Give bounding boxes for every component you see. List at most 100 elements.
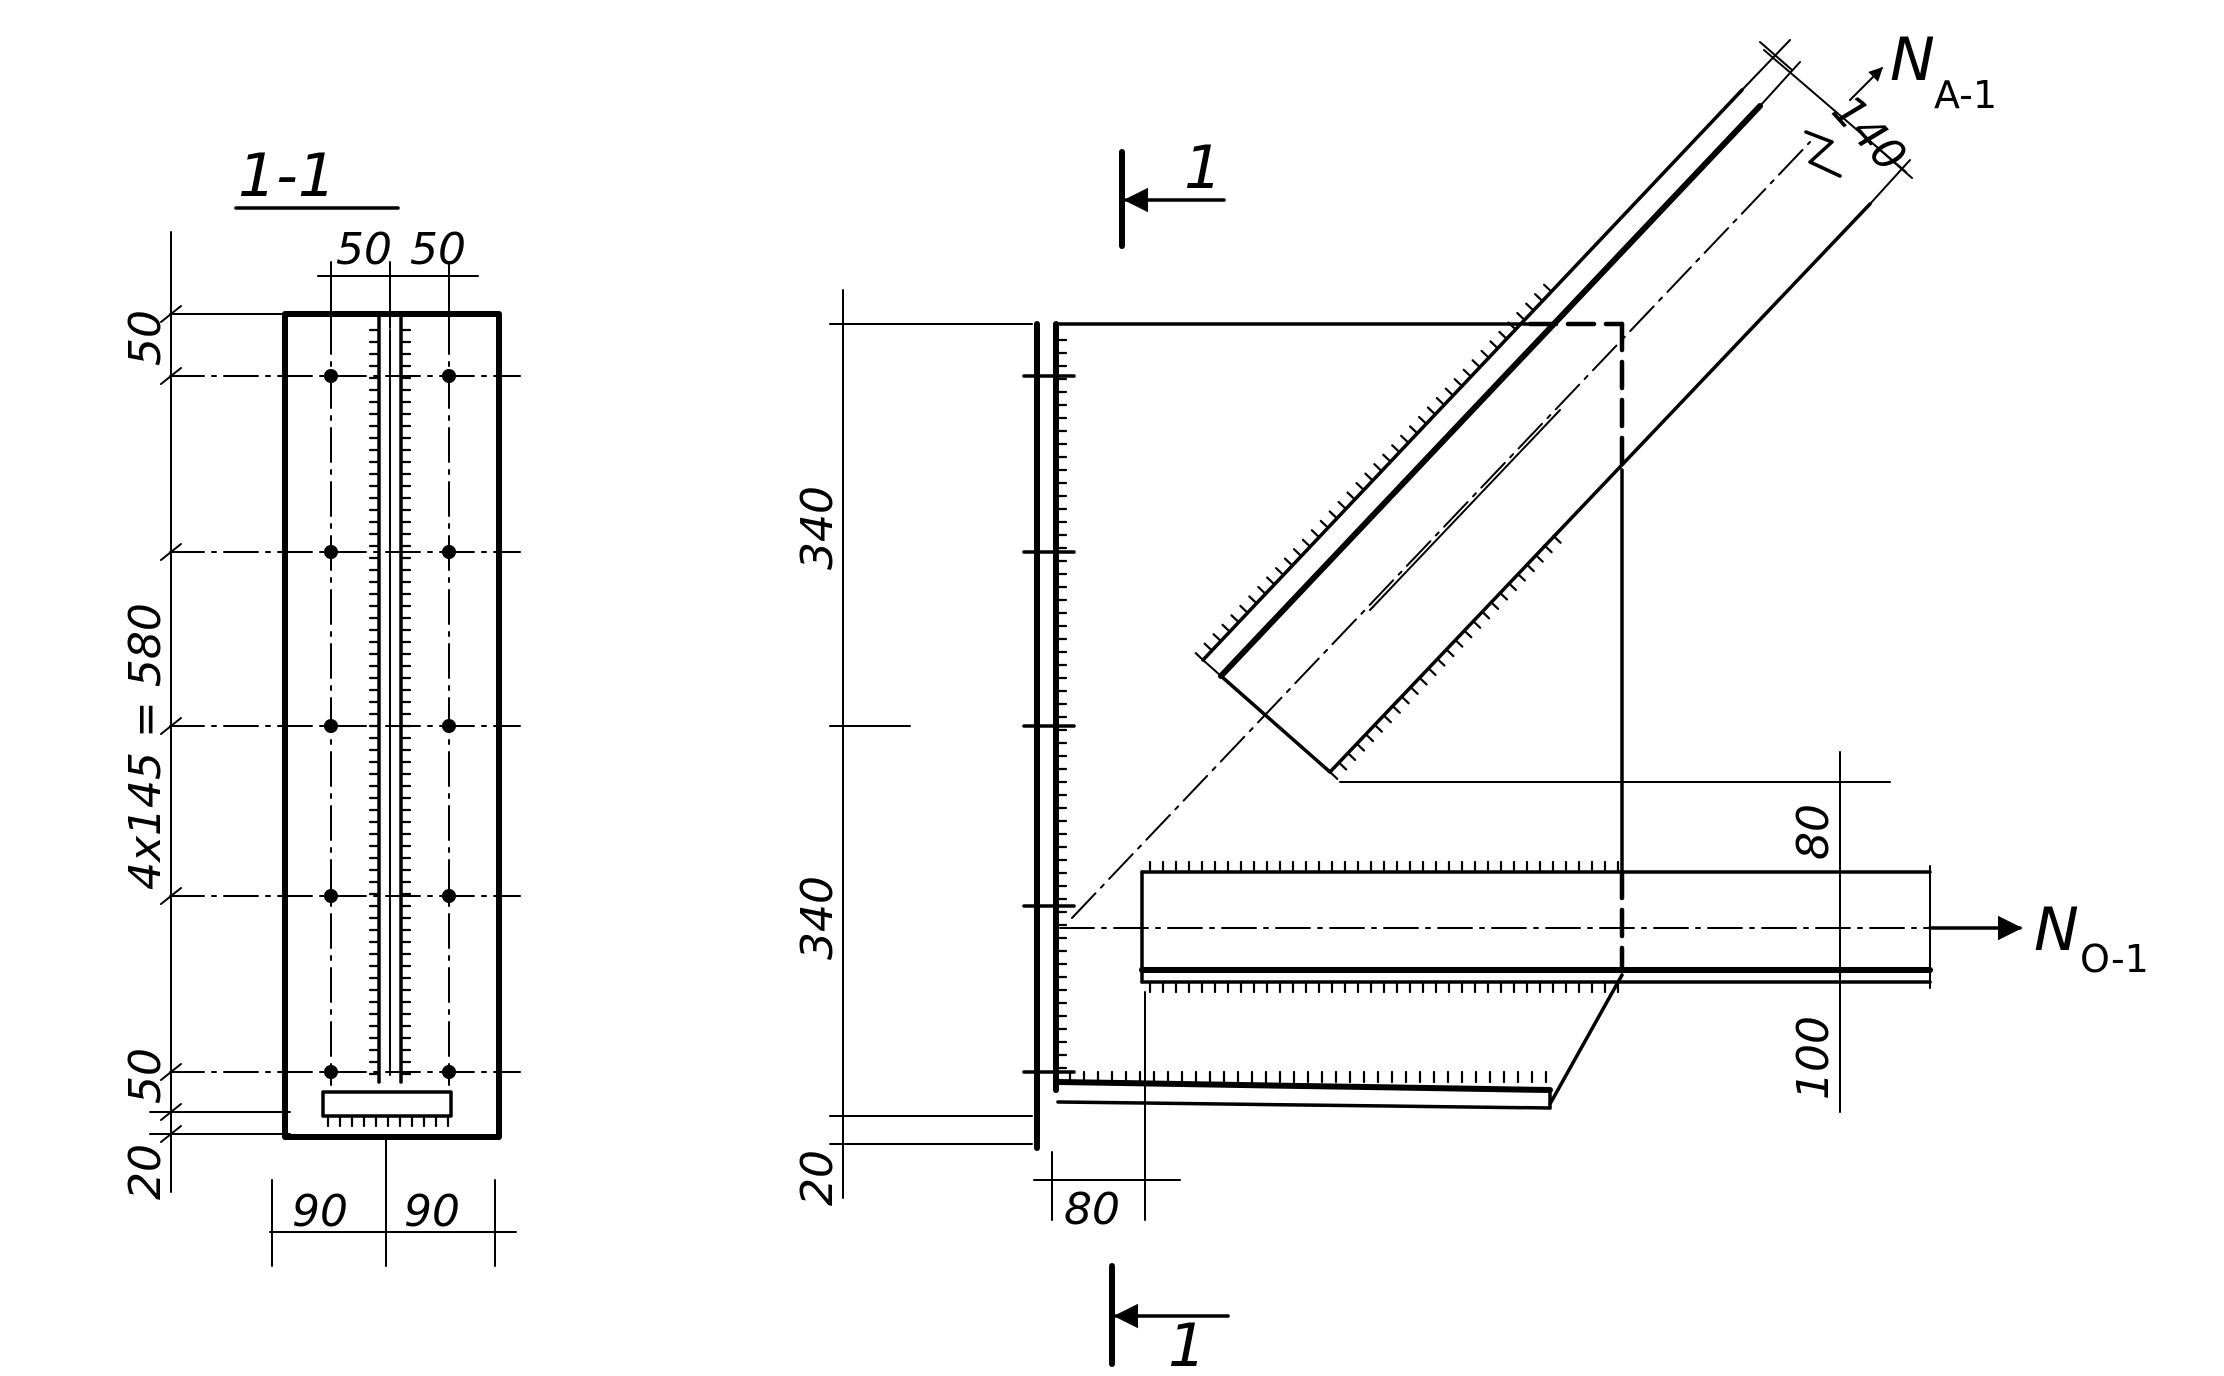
bolt-position-marks — [1022, 374, 1076, 1074]
weld-tick — [1391, 704, 1401, 714]
brace-dim-tick-b — [1879, 149, 1913, 179]
weld-tick — [1203, 642, 1214, 652]
bolt — [324, 545, 338, 559]
weld-tick — [1283, 557, 1294, 567]
dim-tick — [160, 887, 182, 905]
weld-tick — [1319, 519, 1330, 529]
bolt — [442, 1065, 456, 1079]
dim-offset: 80 — [1064, 1184, 1120, 1235]
weld-tick — [1230, 614, 1240, 624]
weld-tick — [1194, 652, 1205, 662]
brace-force-arrow — [1849, 67, 1883, 101]
weld-tick — [1346, 752, 1357, 762]
dim-tick — [160, 717, 182, 735]
weld-tick — [1364, 472, 1374, 482]
dim-tick — [160, 367, 182, 385]
weld-tick — [1337, 500, 1348, 510]
weld-tick — [1453, 638, 1464, 648]
weld-tick — [1337, 761, 1348, 771]
weld-tick — [1257, 585, 1267, 595]
brace-end-flange — [1202, 659, 1222, 677]
weld-tick — [1301, 538, 1312, 548]
brace-flange-edge — [1218, 103, 1763, 679]
stem-weld-ticks — [368, 328, 412, 1076]
weld-tick — [1542, 283, 1553, 293]
dim-base: 20 — [792, 1150, 843, 1206]
weld-tick — [1382, 453, 1392, 463]
dim-tick — [160, 543, 182, 561]
weld-tick — [1534, 553, 1544, 563]
chord-weld-ticks — [1148, 860, 1620, 994]
weld-tick — [1480, 610, 1491, 620]
weld-tick — [1525, 302, 1535, 312]
base-tee-weld-ticks — [1068, 1070, 1548, 1084]
force-chord-sub: O-1 — [2080, 937, 2149, 981]
weld-tick — [1516, 311, 1526, 322]
weld-tick — [1427, 666, 1437, 677]
dim-chord-top: 80 — [1788, 804, 1839, 860]
bolt — [324, 1065, 338, 1079]
brace-thin-line — [1369, 409, 1561, 611]
weld-tick — [1489, 600, 1500, 610]
weld-tick — [1507, 321, 1517, 331]
weld-tick — [1364, 733, 1375, 743]
weld-tick — [1471, 359, 1481, 369]
section-mark-bottom-label: 1 — [1168, 1311, 1206, 1376]
weld-tick — [1409, 425, 1419, 435]
bolt — [442, 889, 456, 903]
brace-break-symbol — [1804, 130, 1842, 178]
dim-bottom-left: 90 — [292, 1186, 348, 1237]
weld-tick — [1373, 723, 1384, 733]
weld-tick — [1418, 676, 1428, 686]
weld-tick — [1400, 434, 1410, 444]
brace-end-cut — [1219, 674, 1332, 774]
force-brace-label: N — [1890, 25, 1935, 95]
weld-tick — [1498, 591, 1509, 601]
base-tee-bottom — [1056, 1100, 1552, 1110]
brace-break-lines — [1741, 39, 1911, 205]
weld-tick — [1552, 534, 1562, 544]
bolt — [324, 369, 338, 383]
bolt — [442, 545, 456, 559]
base-weld-ticks — [326, 1114, 450, 1128]
base-flange — [321, 1090, 453, 1118]
weld-tick — [1462, 368, 1473, 378]
weld-tick — [1516, 572, 1526, 582]
brace-weld-ticks — [1194, 283, 1562, 780]
bolt — [442, 369, 456, 383]
dim-left-middle: 4x145 = 580 — [120, 603, 171, 890]
section-mark-top-label: 1 — [1184, 133, 1222, 203]
weld-tick — [1382, 714, 1392, 724]
flange-weld-ticks — [1054, 338, 1068, 1070]
main-view: 1 1 N O-1 — [792, 25, 2149, 1376]
inclined-brace — [1071, 39, 1911, 919]
dim-tick — [160, 1125, 182, 1143]
weld-tick — [1453, 378, 1464, 388]
dim-left-top: 50 — [120, 310, 171, 366]
weld-tick — [1426, 406, 1437, 416]
dim-tick — [160, 1063, 182, 1081]
bolts — [324, 369, 456, 1079]
section-view: 1-1 50 4x145 = 580 50 20 50 50 — [120, 141, 521, 1267]
weld-tick — [1212, 633, 1222, 643]
force-brace-sub: A-1 — [1934, 73, 1997, 117]
weld-tick — [1471, 619, 1482, 629]
weld-tick — [1507, 581, 1518, 592]
dim-chord-bottom: 100 — [1788, 1016, 1839, 1100]
weld-tick — [1292, 548, 1303, 558]
weld-tick — [1462, 629, 1473, 639]
dim-lower-height: 340 — [792, 876, 843, 960]
weld-tick — [1445, 648, 1455, 658]
weld-tick — [1355, 742, 1366, 752]
weld-tick — [1417, 415, 1428, 425]
left-dimension-ticks — [160, 305, 182, 1143]
weld-tick — [1310, 529, 1321, 539]
weld-tick — [1328, 770, 1339, 780]
bolt — [324, 889, 338, 903]
weld-tick — [1480, 349, 1490, 359]
weld-tick — [1498, 330, 1508, 340]
weld-tick — [1346, 491, 1356, 501]
dim-bottom-right: 90 — [404, 1186, 460, 1237]
dim-tick — [160, 1103, 182, 1121]
